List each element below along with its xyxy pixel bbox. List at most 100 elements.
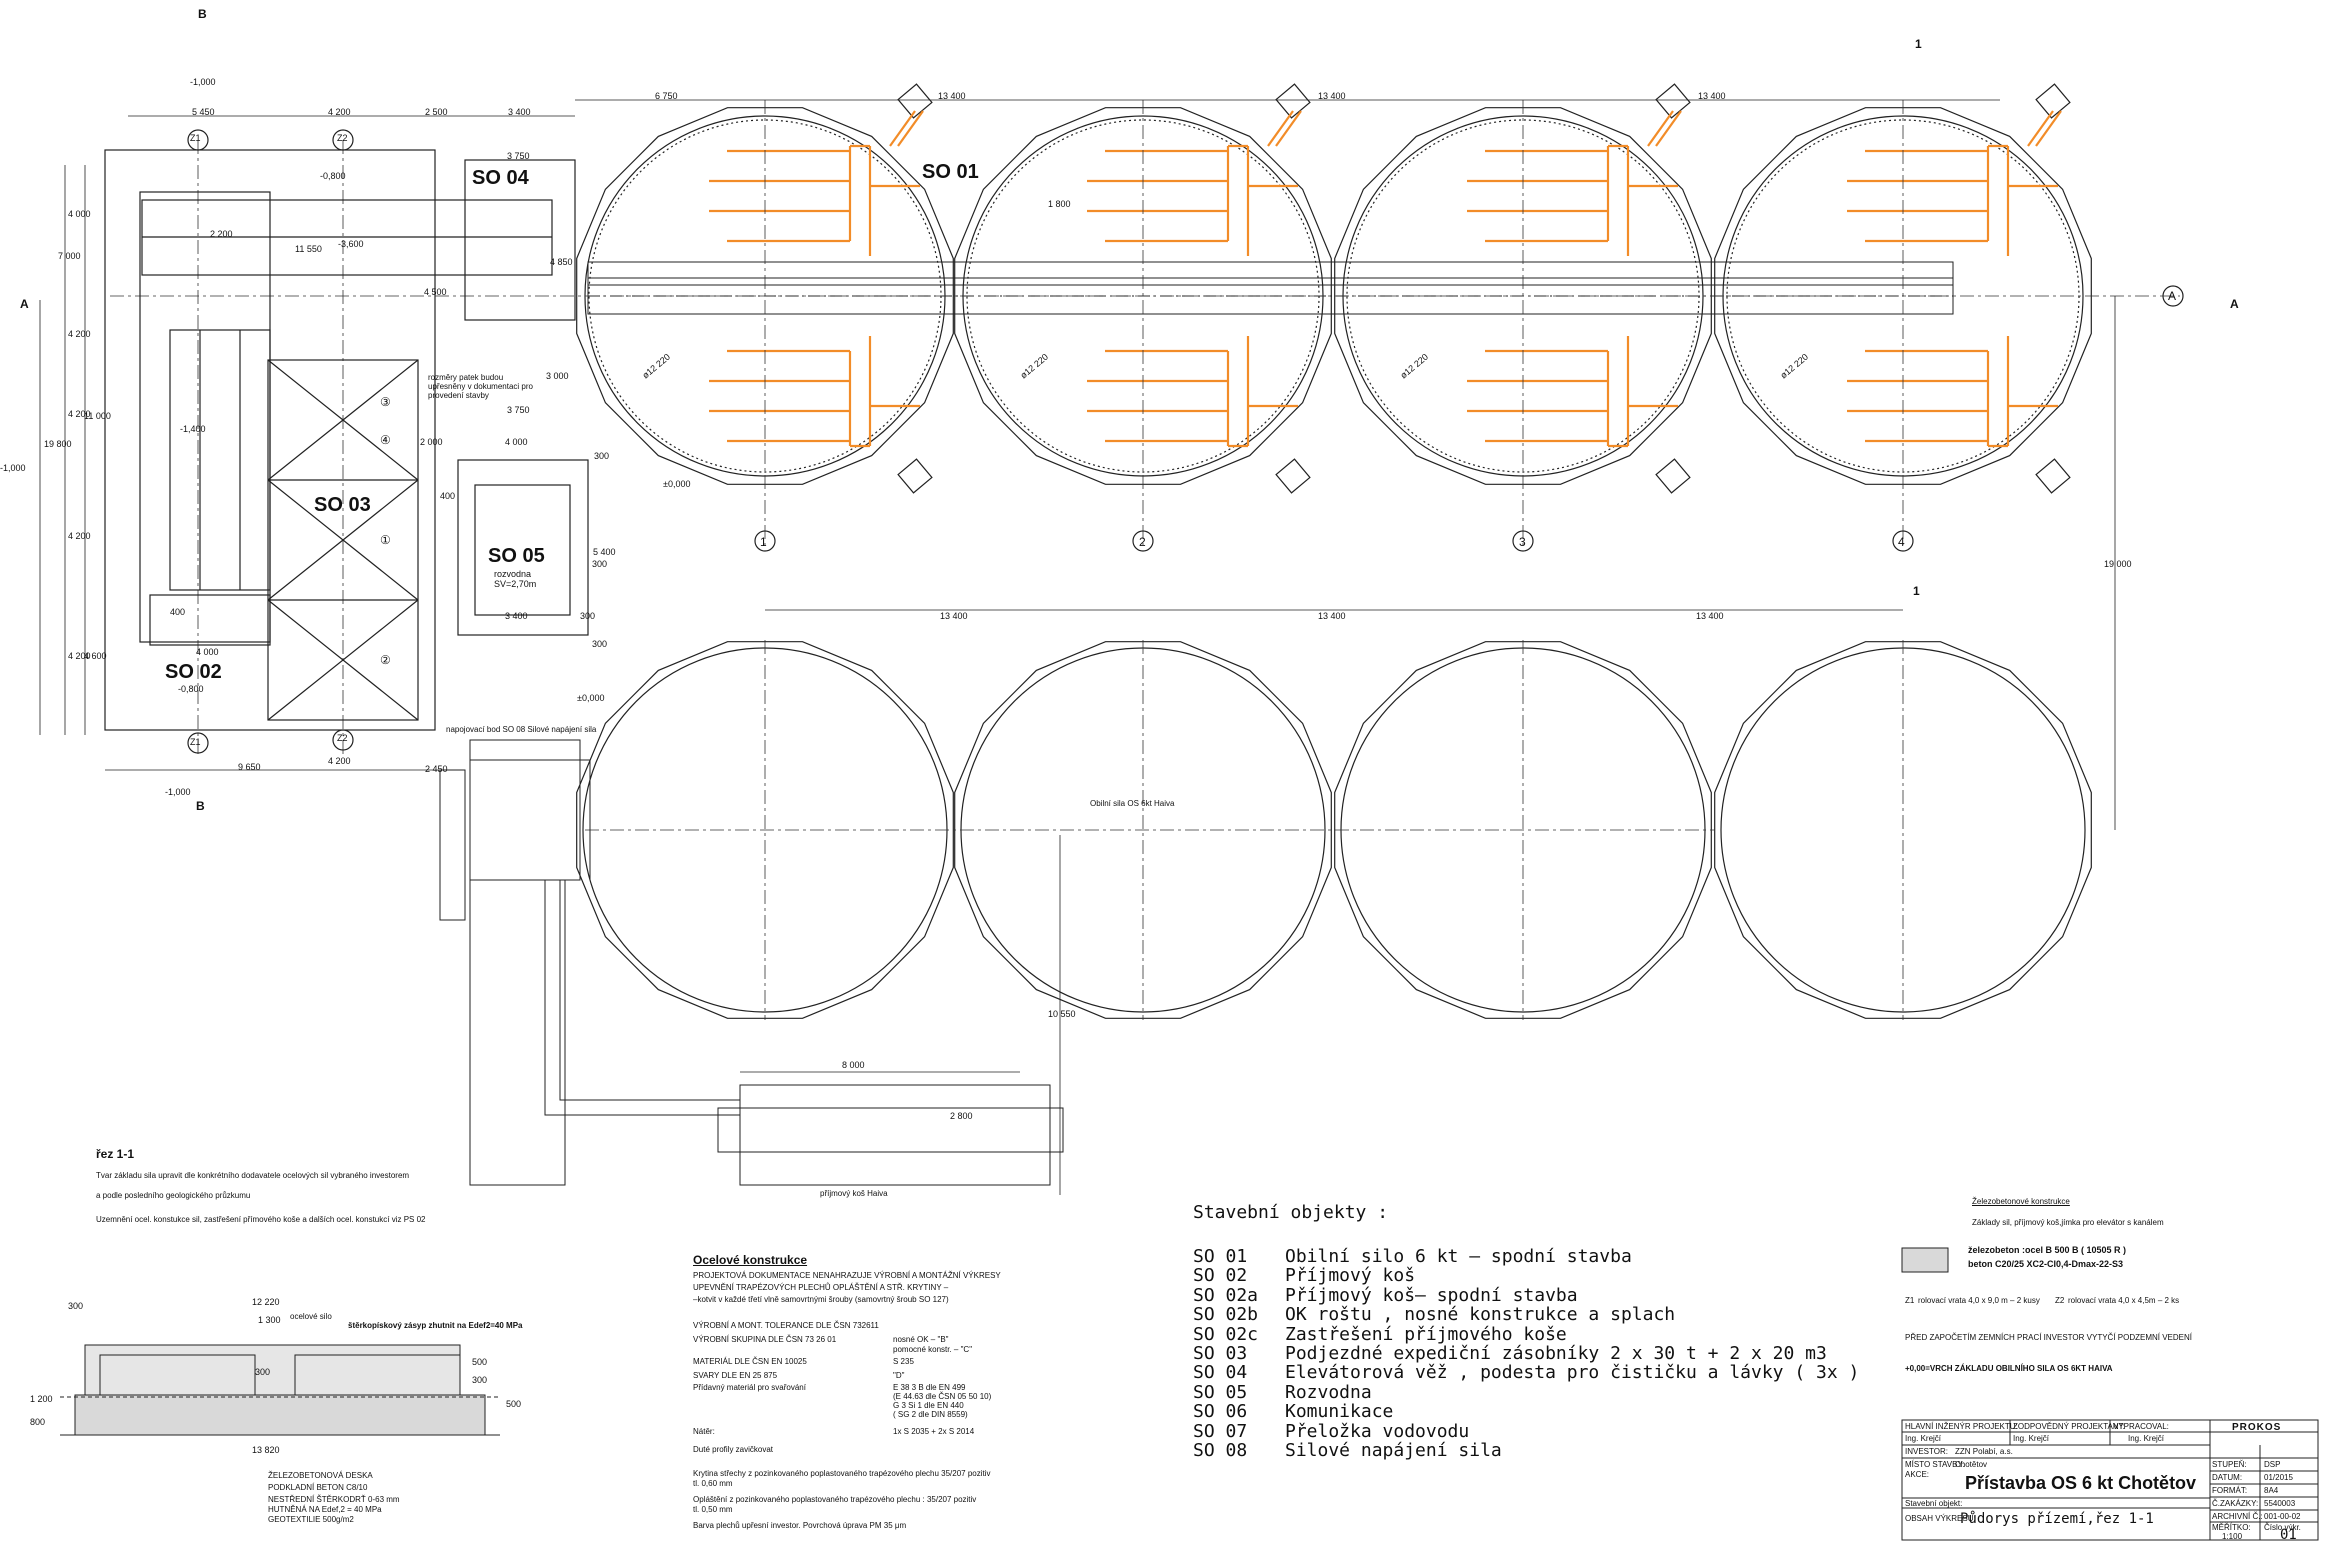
dim-left: 4 200 bbox=[68, 409, 91, 419]
object-code: SO 02c bbox=[1193, 1323, 1259, 1345]
tb-format-label: FORMÁT: bbox=[2212, 1486, 2248, 1495]
dim-top: 13 400 bbox=[938, 91, 966, 101]
gate-spec-z2: rolovací vrata 4,0 x 4,5m – 2 ks bbox=[2068, 1296, 2180, 1305]
object-code: SO 08 bbox=[1193, 1440, 1248, 1461]
section-dim: 300 bbox=[255, 1367, 271, 1377]
dim-misc: 2 800 bbox=[950, 1111, 973, 1121]
section-dim: 800 bbox=[30, 1417, 46, 1427]
section-backfill-label: štěrkopískový zásyp zhutnit na Edef2=40 … bbox=[348, 1321, 523, 1330]
objects-title: Stavební objekty : bbox=[1193, 1202, 1389, 1223]
dim-left: 4 200 bbox=[68, 531, 91, 541]
object-name: Příjmový koš bbox=[1285, 1265, 1416, 1287]
note-power-connection: napojovací bod SO 08 Silové napájení sil… bbox=[446, 725, 597, 734]
dim-top: 5 450 bbox=[192, 107, 215, 117]
gate-mark-z1: Z1 bbox=[1905, 1296, 1915, 1305]
level-label: ±0,000 bbox=[663, 479, 691, 489]
object-code: SO 02a bbox=[1193, 1284, 1259, 1306]
dim-misc: 400 bbox=[440, 491, 456, 501]
dim-left: 4 600 bbox=[84, 651, 107, 661]
dim-misc: 4 500 bbox=[424, 287, 447, 297]
dim-misc: 300 bbox=[592, 639, 608, 649]
aeration-fan bbox=[2035, 83, 2071, 119]
dim-misc: 11 550 bbox=[295, 244, 322, 254]
dim-misc: 4 000 bbox=[196, 647, 219, 657]
tb-cislo-label: Číslo výkr. bbox=[2264, 1523, 2301, 1532]
tb-hip-label: HLAVNÍ INŽENÝR PROJEKTU: bbox=[1905, 1422, 2018, 1431]
tb-stupen: DSP bbox=[2264, 1460, 2281, 1469]
dim-misc: 4 000 bbox=[505, 437, 528, 447]
aeration-fan bbox=[1275, 458, 1311, 494]
section-dim: 500 bbox=[472, 1357, 488, 1367]
dim-left: 4 000 bbox=[68, 209, 91, 219]
steel-line: Nátěr: bbox=[693, 1427, 715, 1436]
object-name: Příjmový koš– spodní stavba bbox=[1285, 1284, 1578, 1306]
object-name: Zastřešení příjmového koše bbox=[1285, 1323, 1567, 1345]
dim-misc: 300 bbox=[592, 559, 608, 569]
rozvodna-label: rozvodna bbox=[494, 569, 532, 579]
section-dim: 300 bbox=[68, 1301, 84, 1311]
steel-line: VÝROBNÍ SKUPINA DLE ČSN 73 26 01 bbox=[693, 1335, 837, 1344]
tb-vyp: Ing. Krejčí bbox=[2128, 1434, 2165, 1443]
level-label: -1,000 bbox=[0, 463, 26, 473]
section-layer: NESTŘEDNÍ ŠTĚRKODRŤ 0-63 mm bbox=[268, 1495, 400, 1504]
level-label: -1,000 bbox=[165, 787, 191, 797]
level-label: -3,600 bbox=[338, 239, 364, 249]
object-code: SO 07 bbox=[1193, 1420, 1248, 1442]
tb-zod-label: ZODPOVĚDNÝ PROJEKTANT: bbox=[2013, 1422, 2125, 1431]
section-layer: GEOTEXTILIE 500g/m2 bbox=[268, 1515, 354, 1524]
section-note: a podle posledního geologického průzkumu bbox=[96, 1191, 251, 1200]
aeration-fan bbox=[1655, 83, 1691, 119]
section-dim: 300 bbox=[472, 1375, 488, 1385]
object-code: SO 01 bbox=[1193, 1246, 1248, 1267]
concrete-swatch bbox=[1901, 1247, 1949, 1273]
top-conveyor bbox=[587, 261, 1954, 315]
tb-zod: Ing. Krejčí bbox=[2013, 1434, 2050, 1443]
steel-line: MATERIÁL DLE ČSN EN 10025 bbox=[693, 1357, 807, 1366]
bay-number: ③ bbox=[380, 395, 391, 409]
section-dim: 1 200 bbox=[30, 1394, 53, 1404]
tb-meritko-label: MĚŘÍTKO: bbox=[2212, 1523, 2251, 1532]
tb-obsah: Půdorys přízemí,řez 1-1 bbox=[1960, 1511, 2154, 1527]
section-mark-a-right: A bbox=[2230, 297, 2239, 311]
label-so-04: SO 04 bbox=[472, 167, 529, 189]
dim-misc: 3 000 bbox=[546, 371, 569, 381]
object-row: SO 02c Zastřešení příjmového koše bbox=[1193, 1324, 1567, 1345]
warning-underground: PŘED ZAPOČETÍM ZEMNÍCH PRACÍ INVESTOR VY… bbox=[1905, 1333, 2192, 1342]
silo-label: Obilní sila OS 6kt Haiva bbox=[1090, 799, 1175, 808]
note-footings: rozměry patek budou bbox=[428, 373, 504, 382]
section-layer: PODKLADNÍ BETON C8/10 bbox=[268, 1483, 368, 1492]
tb-format: 8A4 bbox=[2264, 1486, 2279, 1495]
level-label: -0,800 bbox=[320, 171, 346, 181]
bay-number: ① bbox=[380, 533, 391, 547]
grid-bubble-z2: Z2 bbox=[337, 733, 348, 743]
dim-misc: 3 750 bbox=[507, 405, 530, 415]
level-label: -0,800 bbox=[178, 684, 204, 694]
dim-left: 11 000 bbox=[84, 411, 111, 421]
silo-outline bbox=[954, 107, 1332, 485]
concrete-spec-steel: železobeton :ocel B 500 B ( 10505 R ) bbox=[1968, 1245, 2127, 1255]
aeration-fan bbox=[2035, 458, 2071, 494]
dim-left: 4 200 bbox=[68, 329, 91, 339]
section-dim: 1 300 bbox=[258, 1315, 281, 1325]
silo-outline bbox=[1334, 107, 1712, 485]
section-layer: ŽELEZOBETONOVÁ DESKA bbox=[268, 1471, 373, 1480]
concrete-subtitle: Základy sil, příjmový koš,jímka pro elev… bbox=[1972, 1218, 2164, 1227]
steel-line: –kotvit v každé třetí vlně samovrtnými š… bbox=[693, 1295, 949, 1304]
steel-line: VÝROBNÍ A MONT. TOLERANCE DLE ČSN 732611 bbox=[693, 1321, 879, 1330]
section-title: řez 1-1 bbox=[96, 1147, 135, 1161]
steel-spec: S 235 bbox=[893, 1357, 914, 1366]
steel-line: PROJEKTOVÁ DOKUMENTACE NENAHRAZUJE VÝROB… bbox=[693, 1271, 1001, 1280]
tb-stupen-label: STUPEŇ: bbox=[2212, 1460, 2247, 1469]
tb-misto: Chotětov bbox=[1955, 1460, 1988, 1469]
grid-bubble-z2: Z2 bbox=[337, 133, 348, 143]
tb-datum: 01/2015 bbox=[2264, 1473, 2293, 1482]
axis-bubble-4: 4 bbox=[1898, 535, 1905, 549]
level-label: ±0,000 bbox=[577, 693, 605, 703]
